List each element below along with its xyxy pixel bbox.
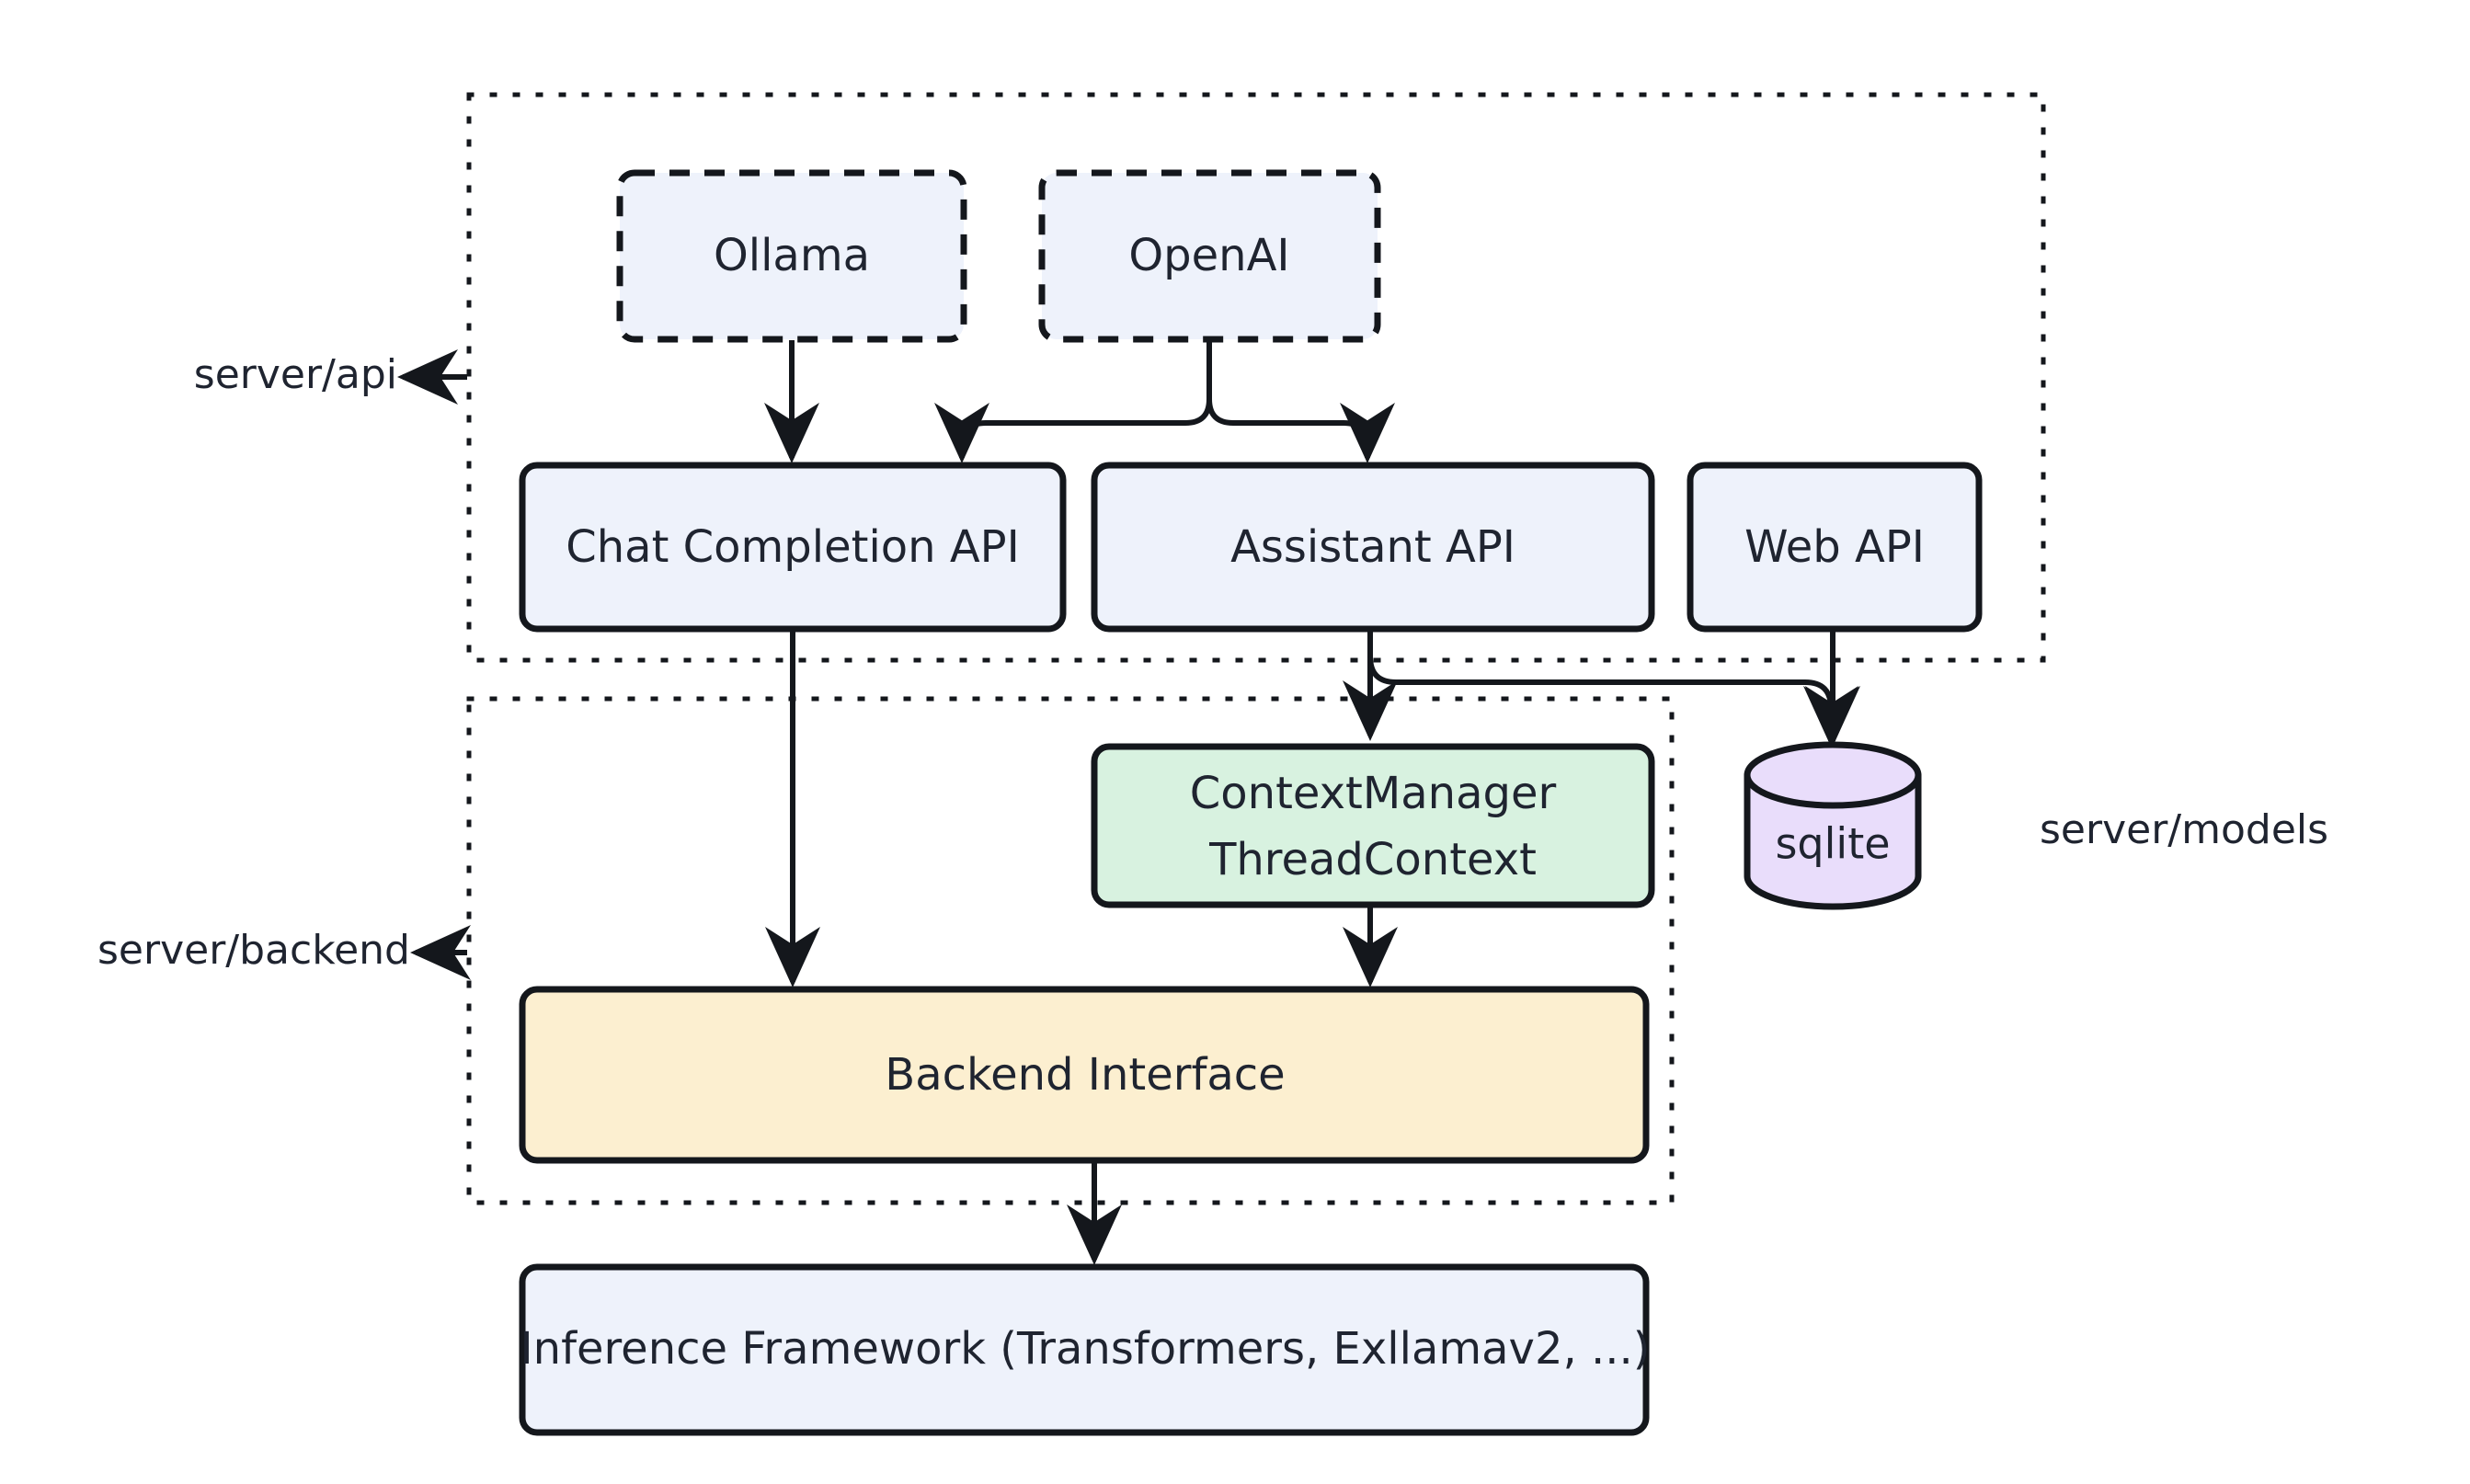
node-openai-shape <box>1038 169 1381 343</box>
node-backend-interface-shape <box>519 986 1650 1164</box>
node-openai[interactable]: OpenAI <box>1038 169 1381 343</box>
node-sqlite-body <box>1744 771 1922 910</box>
node-context-manager-shape <box>1091 743 1655 908</box>
node-chat-completion-api-shape <box>519 462 1067 633</box>
node-backend-interface-label: Backend Interface <box>885 1049 1285 1101</box>
node-backend-interface[interactable]: Backend Interface <box>519 986 1650 1164</box>
group-label-server-models: server/models <box>2040 806 2328 853</box>
edge-assistant-api-to-sqlite <box>1367 628 1858 747</box>
edge-openai-to-assistant-api <box>1206 340 1395 463</box>
node-ollama-shape <box>616 169 967 343</box>
group-container-server-backend <box>466 696 1675 1205</box>
node-context-manager[interactable]: ContextManager ThreadContext <box>1091 743 1655 908</box>
node-sqlite[interactable]: sqlite <box>1744 741 1922 910</box>
node-ollama[interactable]: Ollama <box>616 169 967 343</box>
node-context-manager-label-line2: ThreadContext <box>1208 834 1537 885</box>
node-assistant-api[interactable]: Assistant API <box>1091 462 1655 633</box>
node-sqlite-top <box>1744 741 1922 809</box>
node-sqlite-label: sqlite <box>1775 819 1890 869</box>
node-web-api-shape <box>1687 462 1983 633</box>
edge-openai-to-chat-completion <box>934 340 1212 463</box>
node-ollama-label: Ollama <box>714 230 870 281</box>
node-assistant-api-shape <box>1091 462 1655 633</box>
node-web-api[interactable]: Web API <box>1687 462 1983 633</box>
node-chat-completion-api[interactable]: Chat Completion API <box>519 462 1067 633</box>
node-context-manager-label-line1: ContextManager <box>1190 768 1557 819</box>
node-openai-label: OpenAI <box>1128 230 1289 281</box>
node-chat-completion-api-label: Chat Completion API <box>566 521 1020 573</box>
node-web-api-label: Web API <box>1744 521 1925 573</box>
group-label-server-backend: server/backend <box>97 927 410 974</box>
node-assistant-api-label: Assistant API <box>1230 521 1515 573</box>
node-inference-framework[interactable]: Inference Framework (Transformers, Exlla… <box>519 1263 1651 1436</box>
node-inference-framework-label: Inference Framework (Transformers, Exlla… <box>520 1323 1650 1375</box>
node-inference-framework-shape <box>519 1263 1650 1436</box>
group-label-server-api: server/api <box>194 351 397 398</box>
